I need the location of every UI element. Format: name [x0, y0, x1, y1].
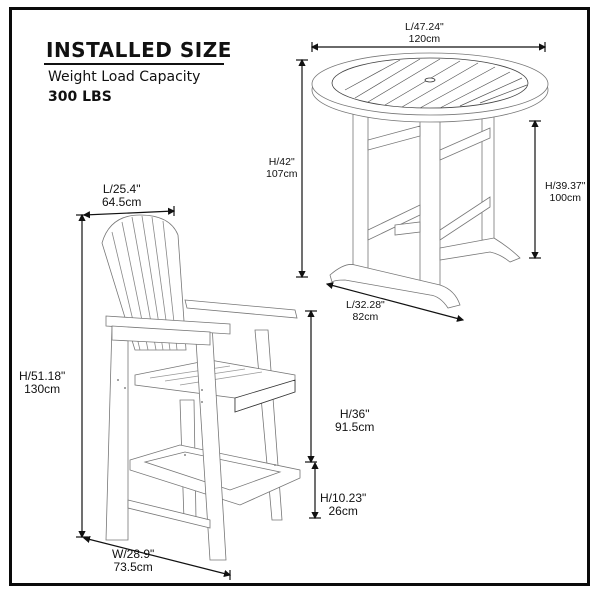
table-inner-height-label: H/39.37" 100cm [545, 180, 586, 204]
table-depth-imperial: L/32.28" [346, 299, 385, 311]
table-length-label: L/47.24" 120cm [405, 21, 444, 45]
table-depth-metric: 82cm [352, 311, 379, 323]
table-height-metric: 107cm [266, 168, 298, 180]
table-drawing [311, 52, 549, 309]
chair-width-metric: 73.5cm [113, 560, 153, 574]
weight-capacity-value: 300 LBS [48, 89, 112, 105]
chair-seat-height-metric: 91.5cm [335, 420, 375, 434]
chair-length-label: L/25.4" 64.5cm [102, 183, 141, 209]
weight-capacity-label: Weight Load Capacity [48, 69, 201, 85]
chair-footrest-height-metric: 26cm [328, 504, 358, 518]
table-height-imperial: H/42" [268, 156, 295, 168]
table-depth-label: L/32.28" 82cm [346, 299, 385, 323]
chair-width-imperial: W/28.9" [112, 547, 155, 561]
title-underline [44, 63, 224, 65]
chair-height-metric: 130cm [24, 382, 61, 396]
page-title: INSTALLED SIZE [46, 38, 232, 62]
chair-footrest-height-label: H/10.23" 26cm [320, 492, 366, 518]
table-length-metric: 120cm [408, 33, 441, 45]
chair-seat-height-imperial: H/36" [339, 407, 370, 421]
chair-height-label: H/51.18" 130cm [19, 370, 65, 396]
chair-width-label: W/28.9" 73.5cm [112, 548, 154, 574]
chair-seat-height-label: H/36" 91.5cm [335, 408, 374, 434]
chair-length-metric: 64.5cm [102, 195, 142, 209]
chair-length-imperial: L/25.4" [102, 182, 141, 196]
table-height-label: H/42" 107cm [266, 156, 298, 180]
table-inner-height-imperial: H/39.37" [545, 180, 586, 192]
diagram-frame [9, 7, 590, 586]
chair-drawing [101, 214, 301, 561]
chair-footrest-height-imperial: H/10.23" [320, 491, 367, 505]
table-length-imperial: L/47.24" [405, 21, 444, 33]
chair-height-imperial: H/51.18" [19, 369, 66, 383]
table-inner-height-metric: 100cm [549, 192, 582, 204]
